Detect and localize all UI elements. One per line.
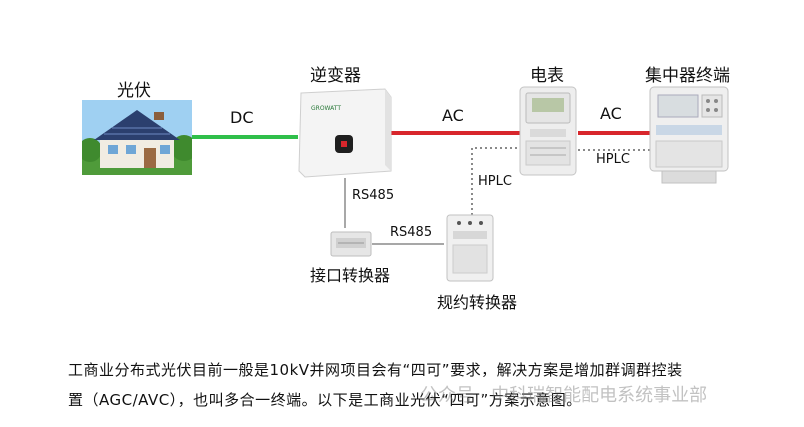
pv-label: 光伏	[117, 81, 151, 101]
hplc-label-protocol-meter: HPLC	[478, 174, 512, 189]
hplc-line-protocol-meter	[471, 147, 520, 215]
connection-lines	[192, 131, 650, 245]
interface-converter-device	[330, 231, 372, 257]
concentrator-label: 集中器终端	[645, 66, 730, 86]
concentrator-device	[649, 86, 729, 184]
inverter-brand-logo: GROWATT	[311, 105, 341, 112]
ac-label-inverter-meter: AC	[442, 106, 464, 125]
dc-label: DC	[230, 108, 254, 127]
ac-label-meter-concentrator: AC	[600, 104, 622, 123]
rs485-label-interface-protocol: RS485	[390, 225, 433, 240]
pv-house-icon	[82, 100, 192, 175]
rs485-label-inverter-interface: RS485	[352, 188, 395, 203]
inverter-label: 逆变器	[310, 66, 361, 86]
protocol-converter-device	[446, 214, 494, 282]
hplc-label-meter-concentrator: HPLC	[596, 152, 630, 167]
interface-converter-label: 接口转换器	[310, 266, 391, 285]
meter-device	[519, 86, 577, 176]
pv-scheme-diagram: GROWATT 光伏 逆变器 电表 集中器终端	[82, 66, 730, 312]
watermark: 公众号 · 中科瑞智能配电系统事业部	[420, 385, 708, 406]
caption-text: 工商业分布式光伏目前一般是10kV并网项目会有“四可”要求，解决方案是增加群调群…	[68, 355, 768, 415]
inverter-device: GROWATT	[298, 88, 392, 178]
caption-line-2: 置（AGC/AVC），也叫多合一终端。以下是工商业光伏“四可”方案示意图。	[68, 391, 582, 409]
protocol-converter-label: 规约转换器	[437, 293, 518, 312]
caption-line-1: 工商业分布式光伏目前一般是10kV并网项目会有“四可”要求，解决方案是增加群调群…	[68, 361, 683, 379]
meter-label: 电表	[530, 66, 564, 86]
